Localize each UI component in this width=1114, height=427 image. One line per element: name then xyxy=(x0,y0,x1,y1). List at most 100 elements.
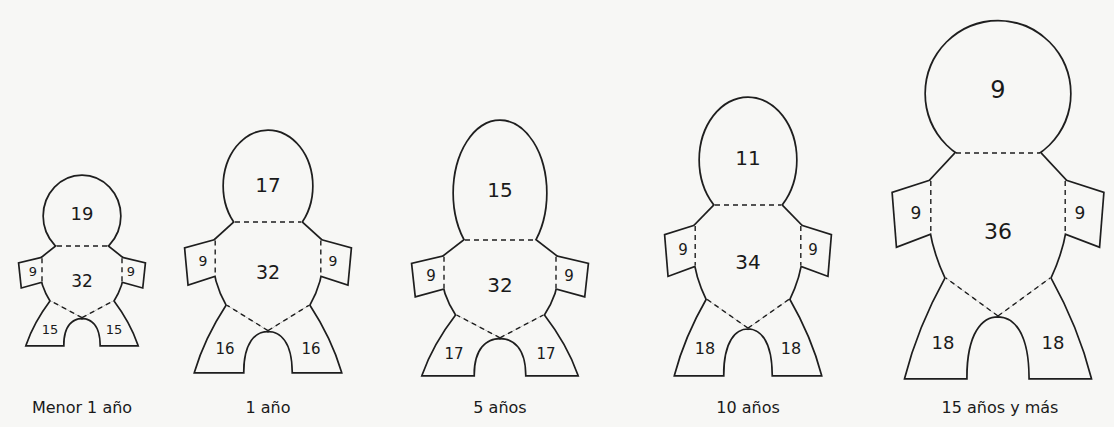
leg-region: 18 xyxy=(1040,332,1067,354)
percentage-value: 18 xyxy=(932,333,955,353)
head-region: 17 xyxy=(253,173,282,197)
head-region: 9 xyxy=(988,76,1007,104)
joint-lines xyxy=(215,241,321,331)
head-outline xyxy=(926,22,1070,166)
head-region: 15 xyxy=(485,178,514,202)
leg-fill xyxy=(906,278,998,378)
percentage-value: 9 xyxy=(426,268,436,285)
head-region: 11 xyxy=(733,146,762,170)
joint-lines xyxy=(695,226,801,328)
leg-region: 15 xyxy=(40,322,61,338)
head-outline xyxy=(700,98,796,222)
percentage-value: 9 xyxy=(127,265,135,279)
joint-dashed-lines xyxy=(695,226,801,328)
joint-lines xyxy=(42,258,122,317)
arm-region: 9 xyxy=(562,267,576,286)
body-outline xyxy=(893,153,1103,378)
body-fill xyxy=(893,153,1103,378)
leg-fill xyxy=(998,278,1090,378)
trunk-region: 32 xyxy=(254,261,282,284)
leg-region: 15 xyxy=(104,322,125,338)
percentage-value: 16 xyxy=(215,341,234,358)
percentage-value: 19 xyxy=(71,204,94,224)
leg-fill xyxy=(748,299,821,375)
head-region: 19 xyxy=(69,203,96,225)
age-caption: Menor 1 año xyxy=(32,398,132,417)
child-figure xyxy=(186,131,351,372)
head-fill xyxy=(700,98,796,222)
leg-region: 16 xyxy=(299,340,322,359)
arm-fill xyxy=(794,224,830,275)
body-fill xyxy=(413,240,588,375)
percentage-value: 15 xyxy=(487,179,512,201)
percentage-value: 16 xyxy=(301,341,320,358)
leg-fill xyxy=(195,305,268,372)
joint-dashed-lines xyxy=(444,257,556,338)
percentage-value: 9 xyxy=(199,254,208,269)
age-caption: 5 años xyxy=(473,398,526,417)
leg-region: 17 xyxy=(442,345,465,364)
neck-dashed-line xyxy=(715,204,781,205)
leg-region: 18 xyxy=(779,339,803,359)
joint-lines xyxy=(444,257,556,338)
arm-region: 9 xyxy=(909,203,924,224)
percentage-value: 34 xyxy=(735,251,760,273)
leg-region: 17 xyxy=(534,345,557,364)
leg-fill xyxy=(82,301,137,345)
arm-region: 9 xyxy=(27,264,39,280)
leg-fill xyxy=(423,315,500,375)
percentage-value: 11 xyxy=(735,147,760,169)
percentage-value: 17 xyxy=(255,174,280,196)
joint-dashed-lines xyxy=(931,181,1065,316)
age-caption: 15 años y más xyxy=(942,398,1059,417)
age-caption: 1 año xyxy=(246,398,291,417)
percentage-value: 15 xyxy=(42,323,59,337)
leg-region: 16 xyxy=(213,340,236,359)
neck-dashed-line xyxy=(235,221,301,222)
body-outline xyxy=(20,246,145,345)
arm-region: 9 xyxy=(806,241,820,260)
percentage-value: 9 xyxy=(29,265,37,279)
percentage-value: 15 xyxy=(106,323,123,337)
arm-region: 9 xyxy=(125,264,137,280)
arm-fill xyxy=(186,239,222,284)
trunk-region: 34 xyxy=(733,250,762,274)
neck-dashed-line xyxy=(57,245,107,246)
trunk-region: 36 xyxy=(982,219,1014,245)
percentage-value: 9 xyxy=(678,242,688,259)
percentage-value: 17 xyxy=(444,346,463,363)
body-fill xyxy=(20,246,145,345)
arm-fill xyxy=(314,239,350,284)
head-outline xyxy=(44,176,120,256)
leg-region: 18 xyxy=(693,339,717,359)
body-outline xyxy=(666,205,831,375)
percentage-value: 9 xyxy=(808,242,818,259)
arm-region: 9 xyxy=(424,267,438,286)
percentage-value: 9 xyxy=(1075,204,1086,223)
body-outline xyxy=(186,222,351,372)
infant-figure xyxy=(20,176,145,345)
child-figure xyxy=(413,121,588,375)
arm-region: 9 xyxy=(676,241,690,260)
percentage-value: 36 xyxy=(984,220,1012,244)
child-figure xyxy=(666,98,831,375)
percentage-value: 18 xyxy=(695,340,715,358)
percentage-value: 17 xyxy=(536,346,555,363)
percentage-value: 18 xyxy=(1042,333,1065,353)
arm-fill xyxy=(893,178,939,246)
joint-dashed-lines xyxy=(215,241,321,331)
percentage-value: 9 xyxy=(911,204,922,223)
leg-region: 18 xyxy=(930,332,957,354)
leg-fill xyxy=(27,301,82,345)
trunk-region: 32 xyxy=(485,273,514,297)
percentage-value: 9 xyxy=(329,254,338,269)
arm-region: 9 xyxy=(197,253,210,270)
percentage-value: 32 xyxy=(487,274,512,296)
trunk-region: 32 xyxy=(69,271,95,292)
arm-fill xyxy=(20,257,48,287)
body-fill xyxy=(666,205,831,375)
joint-lines xyxy=(931,181,1065,316)
body-outline xyxy=(413,240,588,375)
